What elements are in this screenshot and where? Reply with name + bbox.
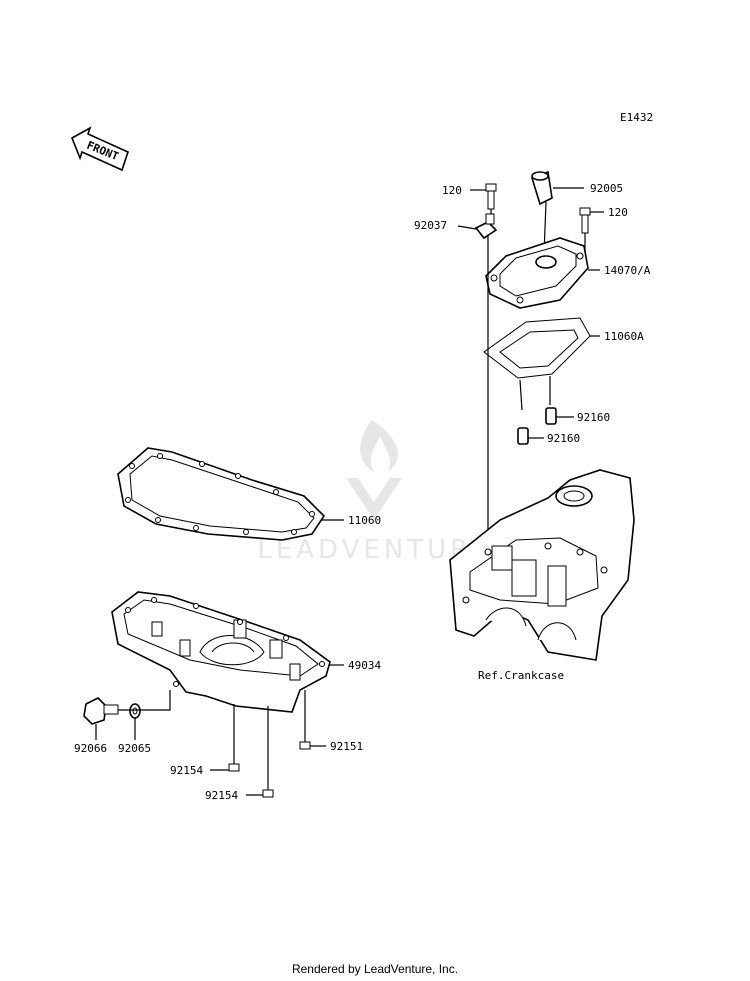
breather-cover-14070A: [485, 237, 589, 309]
bolt-92154-b: [262, 789, 274, 798]
oil-pan-49034: [111, 591, 331, 713]
bolt-92154-a: [228, 763, 240, 772]
dowel-92160-b: [517, 427, 529, 445]
front-arrow-icon: FRONT: [70, 126, 129, 172]
dowel-92160-a: [545, 407, 557, 425]
diagram-code: E1432: [620, 111, 653, 124]
label-92005: 92005: [590, 182, 623, 195]
gasket-11060A: [483, 317, 591, 379]
label-92160-b: 92160: [547, 432, 580, 445]
bolt-92151: [299, 741, 311, 750]
label-11060A: 11060A: [604, 330, 644, 343]
label-11060: 11060: [348, 514, 381, 527]
exploded-parts-diagram: LEADVENTURE E1432 FRONT 120 92005 92037 …: [70, 111, 653, 802]
label-92037: 92037: [414, 219, 447, 232]
washer-92065: [129, 703, 141, 719]
label-92065: 92065: [118, 742, 151, 755]
label-14070A: 14070/A: [604, 264, 651, 277]
label-92151: 92151: [330, 740, 363, 753]
label-120-top: 120: [442, 184, 462, 197]
crankcase-reference: [449, 469, 635, 661]
label-92154-b: 92154: [205, 789, 238, 802]
fitting-92005: [531, 170, 553, 256]
label-120-right: 120: [608, 206, 628, 219]
oil-pan-gasket-11060: [117, 447, 326, 541]
label-92154-a: 92154: [170, 764, 203, 777]
clamp-92037: [474, 213, 498, 240]
footer-credit: Rendered by LeadVenture, Inc.: [291, 962, 459, 976]
label-92160-a: 92160: [577, 411, 610, 424]
label-92066: 92066: [74, 742, 107, 755]
drain-bolt-92066: [83, 697, 119, 725]
label-ref-crankcase: Ref.Crankcase: [478, 669, 564, 682]
label-49034: 49034: [348, 659, 381, 672]
